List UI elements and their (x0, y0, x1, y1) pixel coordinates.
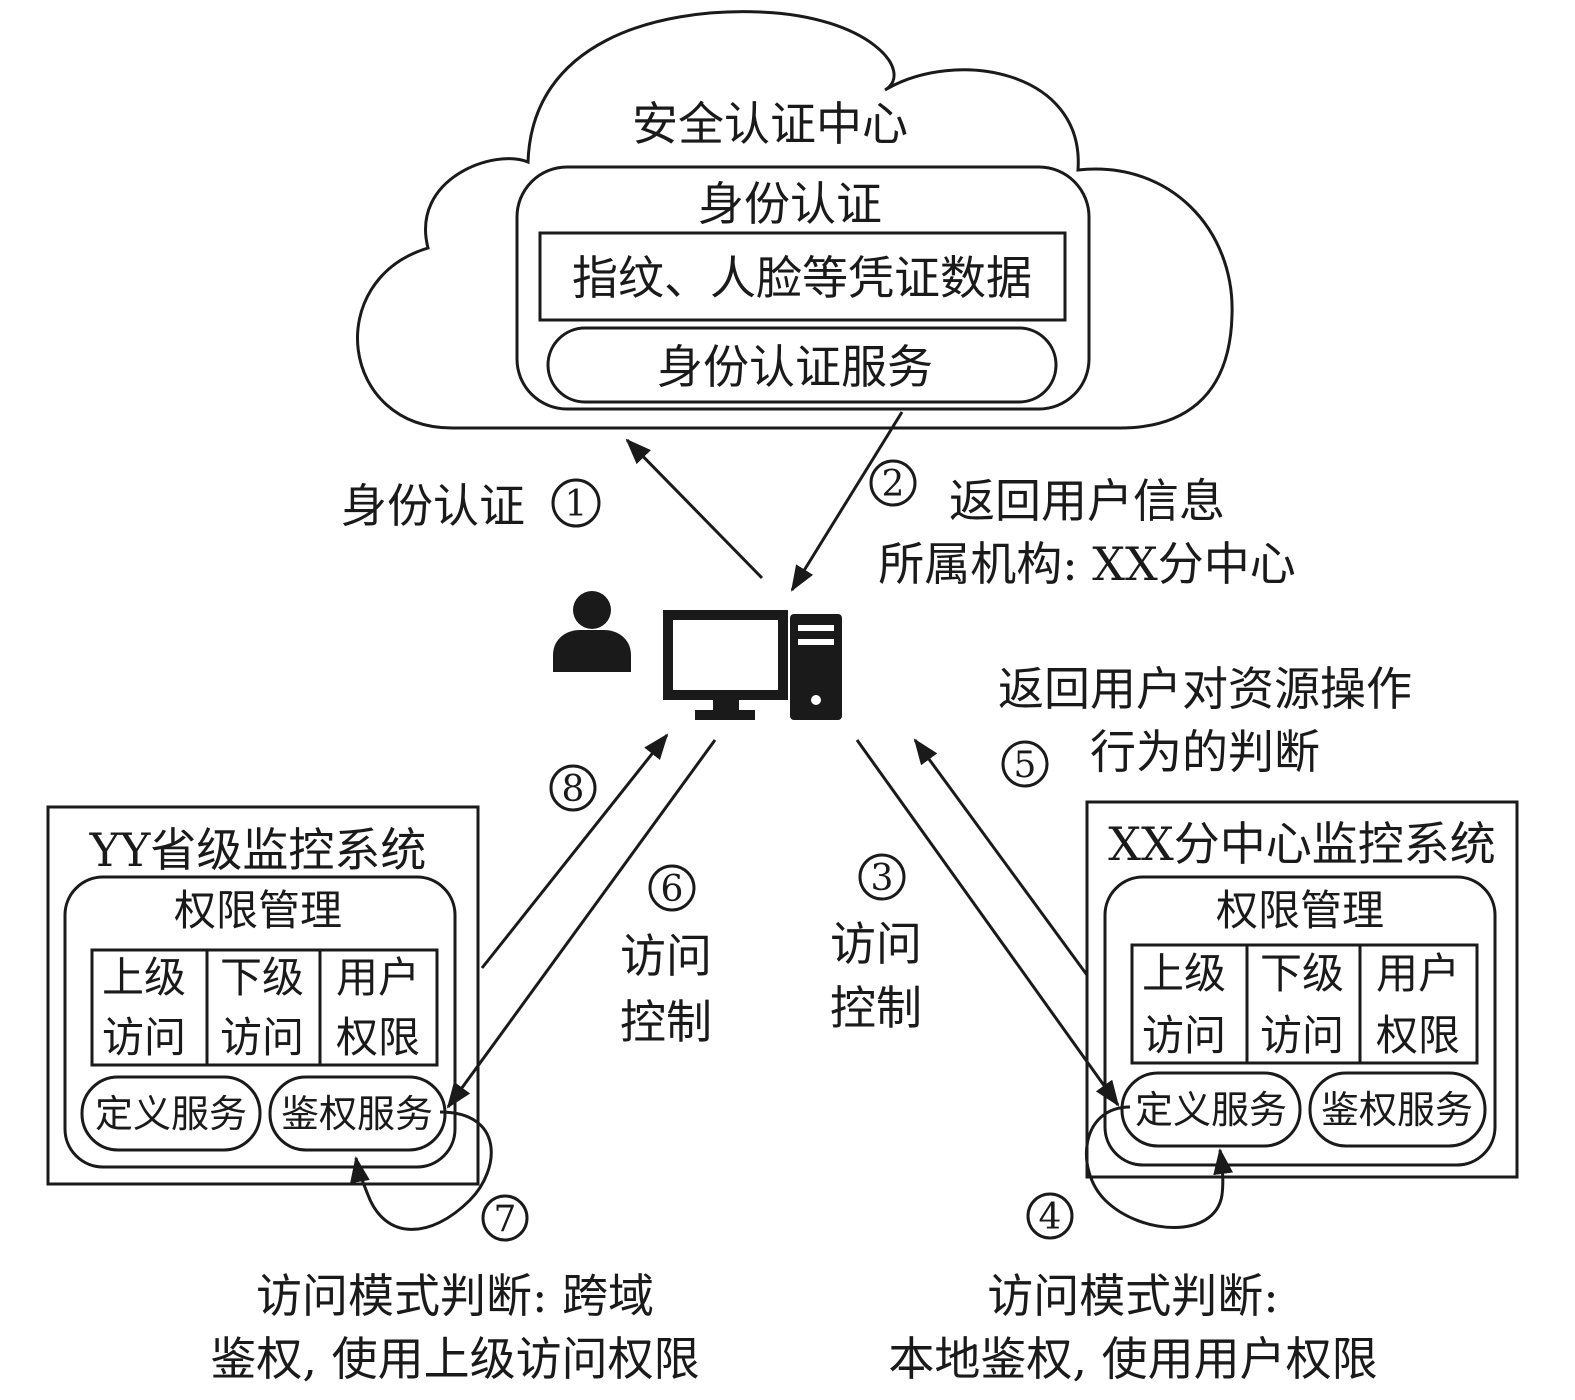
right-auth-service-label: 鉴权服务 (1321, 1088, 1473, 1132)
step2-number: 2 (882, 464, 905, 505)
computer-tower-icon (790, 614, 842, 720)
step7-number-circle (481, 1194, 529, 1242)
right-auth-service (1308, 1071, 1487, 1148)
cloud-shape (355, 10, 1234, 430)
left-permission-table (90, 948, 439, 1067)
loop-arrow-step4 (1084, 1105, 1234, 1229)
step7-label-line1: 访问模式判断: 跨域 (256, 1269, 654, 1323)
step6-label-line2: 控制 (620, 995, 712, 1049)
left-cell-upper-line1: 上级 (102, 953, 186, 1002)
step2-label-line1: 返回用户信息 (949, 474, 1225, 528)
left-system-title: YY省级监控系统 (89, 823, 427, 877)
identity-auth-service (546, 326, 1058, 404)
right-permission-box (1103, 875, 1497, 1167)
security-center-cloud: 安全认证中心 身份认证 指纹、人脸等凭证数据 身份认证服务 (355, 10, 1234, 430)
right-define-service-label: 定义服务 (1135, 1088, 1287, 1132)
step4-number: 4 (1039, 1197, 1062, 1238)
right-permission-table (1130, 943, 1479, 1065)
arrow-step1 (625, 438, 764, 580)
right-cell-upper-line1: 上级 (1142, 949, 1226, 998)
left-cell-user-line1: 用户 (336, 953, 420, 1002)
monitor-icon (663, 610, 788, 720)
identity-auth-box: 身份认证 指纹、人脸等凭证数据 身份认证服务 (515, 165, 1091, 411)
right-monitoring-system: XX分中心监控系统 权限管理 上级 访问 下级 访问 用户 权限 定义服务 鉴权… (1085, 800, 1519, 1179)
arrow-step3 (855, 739, 1120, 1107)
left-cell-lower-line2: 访问 (220, 1013, 304, 1062)
arrow-step6 (446, 739, 717, 1109)
step6-label-line1: 访问 (620, 929, 712, 983)
left-system-frame (46, 805, 480, 1186)
step3-number-circle (858, 853, 906, 901)
right-permission-title: 权限管理 (1216, 886, 1384, 935)
step1-number: 1 (565, 484, 588, 525)
step2-number-circle (869, 459, 917, 507)
left-define-service-label: 定义服务 (95, 1092, 247, 1136)
right-system-frame (1085, 800, 1519, 1179)
right-cell-lower-line1: 下级 (1260, 949, 1344, 998)
left-cell-user-line2: 权限 (336, 1013, 420, 1062)
identity-auth-title: 身份认证 (698, 177, 882, 231)
step6-number-circle (648, 864, 696, 912)
step7-number: 7 (494, 1199, 517, 1240)
step4-label-line1: 访问模式判断: (987, 1269, 1279, 1323)
right-cell-user-line2: 权限 (1376, 1011, 1460, 1060)
step3-label-line1: 访问 (830, 917, 922, 971)
left-cell-lower-line1: 下级 (220, 953, 304, 1002)
step3-number: 3 (871, 858, 894, 899)
left-auth-service-label: 鉴权服务 (281, 1092, 433, 1136)
left-permission-title: 权限管理 (174, 886, 342, 935)
step2-label-line2: 所属机构: XX分中心 (878, 537, 1296, 591)
security-center-title: 安全认证中心 (632, 97, 908, 151)
right-system-title: XX分中心监控系统 (1108, 817, 1496, 871)
step8-number: 8 (562, 769, 585, 810)
arrow-step8 (480, 733, 669, 969)
step1-label: 身份认证 (341, 479, 525, 533)
step5-number-circle (1001, 740, 1049, 788)
step3-label-line2: 控制 (830, 981, 922, 1035)
left-define-service (80, 1075, 262, 1152)
identity-auth-service-label: 身份认证服务 (657, 340, 933, 394)
identity-auth-container (515, 165, 1091, 411)
left-cell-upper-line2: 访问 (102, 1013, 186, 1062)
credential-data-label: 指纹、人脸等凭证数据 (572, 251, 1032, 305)
step4-label-line2: 本地鉴权, 使用用户权限 (888, 1332, 1377, 1386)
arrow-step2 (790, 411, 904, 592)
right-cell-lower-line2: 访问 (1260, 1011, 1344, 1060)
step6-number: 6 (661, 869, 684, 910)
right-cell-upper-line2: 访问 (1142, 1011, 1226, 1060)
step5-label-line2: 行为的判断 (1090, 725, 1320, 779)
step1-number-circle (551, 478, 601, 528)
step8-number-circle (549, 764, 597, 812)
step7-label-line2: 鉴权, 使用上级访问权限 (210, 1332, 699, 1386)
left-permission-box (63, 875, 457, 1169)
left-monitoring-system: YY省级监控系统 权限管理 上级 访问 下级 访问 用户 权限 定义服务 鉴权服… (46, 805, 480, 1186)
user-icon (553, 591, 631, 672)
step5-label-line1: 返回用户对资源操作 (998, 662, 1412, 716)
right-cell-user-line1: 用户 (1376, 949, 1460, 998)
loop-arrow-step7 (350, 1110, 493, 1231)
credential-data-box (538, 231, 1067, 322)
step4-number-circle (1026, 1192, 1074, 1240)
right-define-service (1120, 1071, 1302, 1148)
arrow-step5 (913, 738, 1089, 976)
step5-number: 5 (1014, 745, 1037, 786)
